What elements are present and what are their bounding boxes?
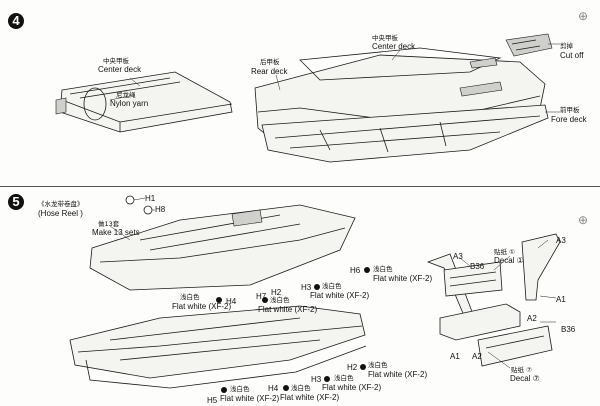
decal-7-label-cn: 贴纸 ⑦ xyxy=(511,366,532,374)
part-h2-label: H2 xyxy=(347,363,358,372)
paint-label: Flat white (XF-2) xyxy=(280,393,340,402)
paint-marker xyxy=(216,297,222,303)
part-h4-label: H4 xyxy=(268,384,279,393)
make-sets-label-cn: 做13套 xyxy=(98,220,120,228)
center-deck-drawing xyxy=(55,71,233,133)
step-4-badge: 4 xyxy=(8,13,24,29)
paint-label: Flat white (XF-2) xyxy=(310,291,370,300)
part-h2-label: H2 xyxy=(271,288,282,297)
upper-deck-step5-drawing xyxy=(89,195,356,291)
make-sets-label: Make 13 sets xyxy=(92,228,140,237)
step-divider xyxy=(0,186,600,187)
paint-marker xyxy=(314,284,320,290)
part-b36-label: B36 xyxy=(470,262,485,271)
paint-marker xyxy=(360,364,366,370)
paint-label-cn: 浅白色 xyxy=(373,265,393,273)
part-h5-label: H5 xyxy=(207,396,218,405)
paint-marker xyxy=(221,387,227,393)
paint-marker xyxy=(364,267,370,273)
paint-label-cn: 浅白色 xyxy=(322,282,342,290)
center-deck-label: Center deck xyxy=(98,65,142,74)
part-a1-label: A1 xyxy=(450,352,460,361)
lower-deck-step5-drawing xyxy=(69,305,367,389)
paint-label: Flat white (XF-2) xyxy=(373,274,433,283)
paint-marker xyxy=(262,297,268,303)
part-h3-label: H3 xyxy=(301,283,312,292)
paint-label: Flat white (XF-2) xyxy=(172,302,232,311)
display-stand-drawing xyxy=(426,233,561,369)
paint-label: Flat white (XF-2) xyxy=(220,394,280,403)
center-deck-label-cn-2: 中央甲板 xyxy=(372,34,398,42)
hose-reel-label: (Hose Reel ) xyxy=(38,209,83,218)
registration-mark: ⊕ xyxy=(578,9,589,23)
part-b36-label: B36 xyxy=(561,325,576,334)
part-h6-label: H6 xyxy=(350,266,361,275)
paint-label: Flat white (XF-2) xyxy=(368,370,428,379)
hose-reel-label-cn: 《水龙带卷盘》 xyxy=(38,200,84,208)
paint-marker xyxy=(283,385,289,391)
fore-deck-label: Fore deck xyxy=(551,115,587,124)
paint-marker xyxy=(324,376,330,382)
registration-mark: ⊕ xyxy=(578,213,589,227)
paint-label-cn: 浅白色 xyxy=(334,374,354,382)
rear-deck-label: Rear deck xyxy=(251,67,288,76)
paint-label: Flat white (XF-2) xyxy=(258,305,318,314)
cut-off-label-cn: 剪掉 xyxy=(560,42,573,50)
part-a2-label: A2 xyxy=(527,314,537,323)
decal-1-label-cn: 贴纸 ① xyxy=(494,248,515,256)
part-a3-label: A3 xyxy=(556,236,566,245)
part-h3-label: H3 xyxy=(311,375,322,384)
nylon-yarn-label-cn: 尼龙绳 xyxy=(116,91,136,99)
paint-label-cn: 浅白色 xyxy=(230,385,250,393)
part-h4-label: H4 xyxy=(226,297,237,306)
part-h1-label: H1 xyxy=(145,194,156,203)
paint-label: Flat white (XF-2) xyxy=(322,383,382,392)
part-a2-label: A2 xyxy=(472,352,482,361)
decal-1-label: Decal ① xyxy=(494,256,524,265)
paint-label-cn: 浅白色 xyxy=(180,293,200,301)
paint-label-cn: 浅白色 xyxy=(291,384,311,392)
paint-label-cn: 浅白色 xyxy=(368,361,388,369)
step-5-badge: 5 xyxy=(8,194,24,210)
decal-7-label: Decal ⑦ xyxy=(510,374,540,383)
full-deck-drawing xyxy=(254,33,553,163)
paint-label-cn: 浅白色 xyxy=(270,296,290,304)
nylon-yarn-label: Nylon yarn xyxy=(110,99,149,108)
part-a3-label: A3 xyxy=(453,252,463,261)
part-a1-label: A1 xyxy=(556,295,566,304)
leader-lines xyxy=(109,43,560,323)
part-h7-label: H7 xyxy=(256,292,267,301)
rear-deck-label-cn: 后甲板 xyxy=(260,58,280,66)
part-h8-label: H8 xyxy=(155,205,166,214)
center-deck-label-2: Center deck xyxy=(372,42,416,51)
fore-deck-label-cn: 前甲板 xyxy=(560,106,580,114)
center-deck-label-cn: 中央甲板 xyxy=(103,57,129,65)
cut-off-label: Cut off xyxy=(560,51,584,60)
